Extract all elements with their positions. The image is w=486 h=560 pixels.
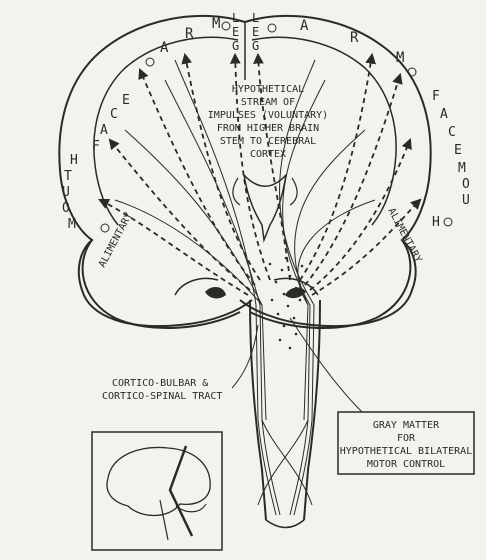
left-mouth-letter-5: H [70, 153, 78, 168]
left-alimentary: ALIMENTARY [97, 211, 135, 269]
tract-leader [232, 325, 258, 388]
left-nucleus [205, 287, 226, 298]
right-arm-letter-3: M [396, 50, 404, 66]
left-face-letter-2: A [100, 123, 108, 138]
gray-line-3: HYPOTHETICAL BILATERAL [340, 446, 472, 457]
stream-line-1: HYPOTHETICAL [232, 84, 304, 95]
left-face-letter-1: F [92, 139, 100, 154]
gray-matter-annotation: GRAY MATTER FOR HYPOTHETICAL BILATERAL M… [340, 420, 472, 470]
left-leg-letter-1: L [232, 11, 239, 25]
right-face-letter-3: C [448, 125, 456, 140]
left-face-letter-4: E [122, 93, 130, 108]
spinal-bottom [266, 520, 304, 528]
left-arm-letter-2: R [185, 26, 194, 42]
tract-line-1: CORTICO-BULBAR & [112, 378, 208, 389]
gray-line-4: MOTOR CONTROL [367, 459, 445, 470]
inset-box [92, 432, 222, 550]
central-wings [233, 178, 297, 205]
stream-line-5: STEM TO CEREBRAL [220, 136, 316, 147]
stream-line-2: STREAM OF [241, 97, 295, 108]
left-mouth-letter-3: U [62, 185, 70, 200]
stream-line-4: FROM HIGHER BRAIN [217, 123, 319, 134]
right-mouth-letter-1: M [458, 161, 466, 176]
stream-line-3: IMPULSES (VOLUNTARY) [208, 110, 328, 121]
inset-cut-line [170, 446, 192, 536]
right-leg-letter-3: G [252, 39, 259, 53]
gray-line-2: FOR [397, 433, 416, 444]
left-leg-letter-2: E [232, 25, 239, 39]
tract-line-2: CORTICO-SPINAL TRACT [102, 391, 222, 402]
right-face-letter-2: A [440, 107, 448, 122]
left-leg-letter-3: G [232, 39, 239, 53]
inset-brain [107, 447, 210, 515]
right-arm-letter-1: A [300, 18, 309, 34]
left-mouth-letter-1: M [68, 217, 76, 232]
stream-line-6: CORTEX [250, 149, 286, 160]
right-leg-letter-1: L [252, 11, 259, 25]
stream-annotation: HYPOTHETICAL STREAM OF IMPULSES (VOLUNTA… [208, 84, 328, 160]
right-arm-letter-2: R [350, 30, 359, 46]
right-mouth-tail: H [432, 215, 440, 230]
right-face-letter-1: F [432, 89, 440, 104]
gray-matter-leader [290, 318, 362, 412]
right-alimentary: ALIMENTARY [385, 206, 423, 264]
left-arm-letter-3: M [212, 16, 220, 32]
right-face-letter-4: E [454, 143, 462, 158]
gray-line-1: GRAY MATTER [373, 420, 440, 431]
left-mouth-letter-4: T [64, 169, 72, 184]
left-mouth-letter-2: O [62, 201, 70, 216]
right-mouth-letter-2: O [462, 177, 470, 192]
tract-annotation: CORTICO-BULBAR & CORTICO-SPINAL TRACT [102, 378, 222, 402]
left-arm-letter-1: A [160, 40, 169, 56]
right-leg-letter-2: E [252, 25, 259, 39]
left-face-letter-3: C [110, 107, 118, 122]
inset-stem [160, 500, 168, 540]
right-mouth-letter-3: U [462, 193, 470, 208]
